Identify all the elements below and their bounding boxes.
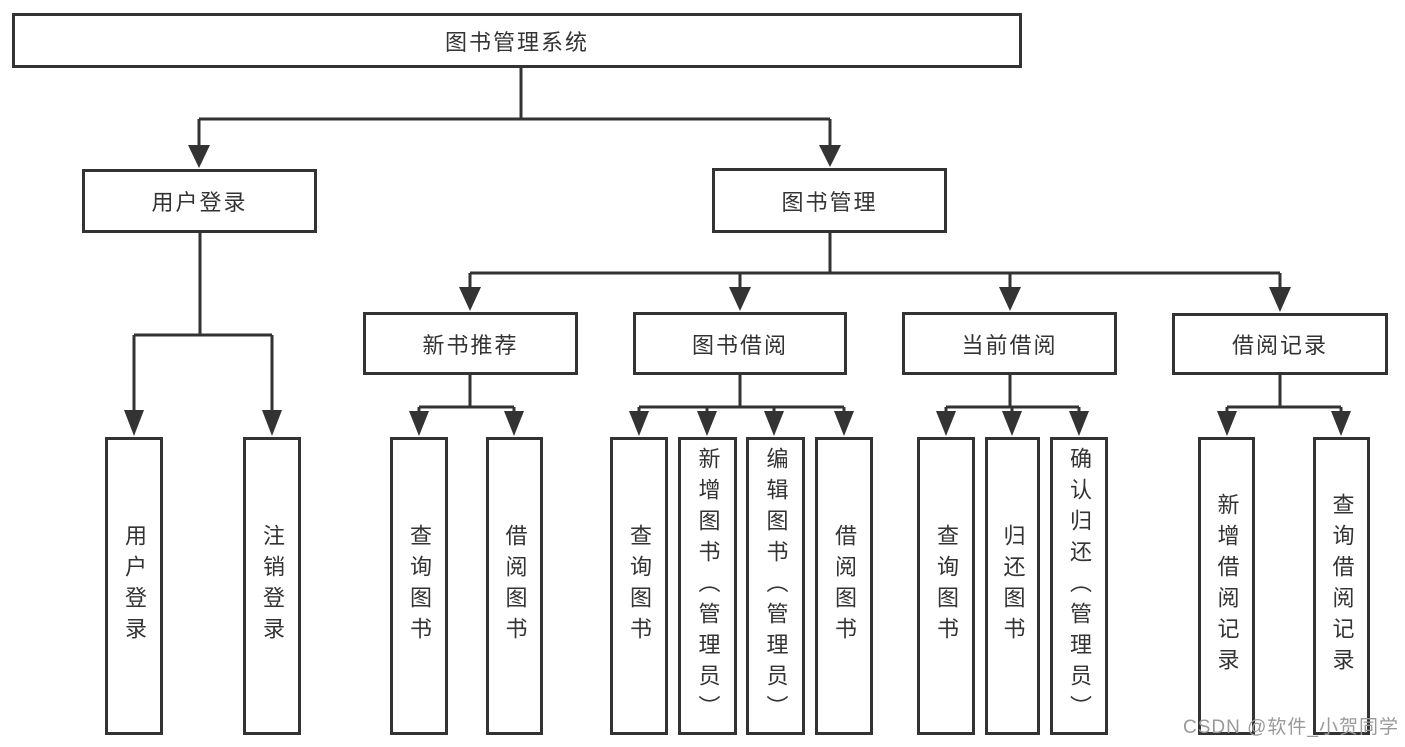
leaf-bb-edit-book-admin: 编辑图书（管理员） bbox=[746, 437, 805, 735]
node-book-management-label: 图书管理 bbox=[781, 189, 878, 215]
leaf-cb-query-book-label: 查询图书 bbox=[934, 524, 959, 648]
node-current-borrow-label: 当前借阅 bbox=[961, 332, 1058, 358]
leaf-br-query-record: 查询借阅记录 bbox=[1313, 437, 1370, 735]
node-root-system-label: 图书管理系统 bbox=[444, 29, 589, 55]
leaf-cb-return-book: 归还图书 bbox=[985, 437, 1040, 735]
leaf-nbr-query-book-label: 查询图书 bbox=[407, 524, 432, 648]
leaf-user-login: 用户登录 bbox=[105, 437, 163, 735]
node-new-book-recommend: 新书推荐 bbox=[363, 312, 578, 375]
leaf-logout-login: 注销登录 bbox=[243, 437, 301, 735]
node-book-management: 图书管理 bbox=[712, 168, 947, 233]
leaf-bb-add-book-admin-label: 新增图书（管理员） bbox=[695, 446, 721, 726]
leaf-bb-borrow-book: 借阅图书 bbox=[815, 437, 873, 735]
node-current-borrow: 当前借阅 bbox=[902, 312, 1117, 375]
node-borrow-record: 借阅记录 bbox=[1172, 313, 1388, 375]
leaf-bb-add-book-admin: 新增图书（管理员） bbox=[678, 437, 737, 735]
leaf-br-query-record-label: 查询借阅记录 bbox=[1329, 493, 1355, 679]
node-book-borrow: 图书借阅 bbox=[633, 312, 847, 375]
leaf-cb-confirm-return-admin: 确认归还（管理员） bbox=[1050, 437, 1108, 735]
leaf-nbr-query-book: 查询图书 bbox=[390, 437, 448, 735]
leaf-nbr-borrow-book: 借阅图书 bbox=[486, 437, 543, 735]
leaf-nbr-borrow-book-label: 借阅图书 bbox=[502, 524, 528, 648]
leaf-cb-confirm-return-admin-label: 确认归还（管理员） bbox=[1067, 446, 1092, 726]
leaf-bb-edit-book-admin-label: 编辑图书（管理员） bbox=[763, 446, 789, 726]
node-user-login: 用户登录 bbox=[82, 169, 317, 233]
leaf-bb-query-book-label: 查询图书 bbox=[627, 524, 652, 648]
leaf-bb-query-book: 查询图书 bbox=[610, 437, 668, 735]
csdn-watermark: CSDN @软件_小贺同学 bbox=[1183, 717, 1399, 738]
node-user-login-label: 用户登录 bbox=[151, 190, 248, 215]
leaf-cb-return-book-label: 归还图书 bbox=[1000, 524, 1026, 648]
leaf-cb-query-book: 查询图书 bbox=[917, 437, 975, 735]
leaf-br-add-record: 新增借阅记录 bbox=[1198, 437, 1255, 735]
leaf-br-add-record-label: 新增借阅记录 bbox=[1214, 493, 1240, 679]
leaf-user-login-label: 用户登录 bbox=[122, 524, 147, 648]
node-book-borrow-label: 图书借阅 bbox=[691, 332, 788, 358]
node-borrow-record-label: 借阅记录 bbox=[1231, 333, 1328, 358]
leaf-logout-login-label: 注销登录 bbox=[260, 524, 285, 648]
arrowheads bbox=[124, 145, 1351, 436]
leaf-bb-borrow-book-label: 借阅图书 bbox=[832, 524, 857, 648]
node-root-system: 图书管理系统 bbox=[12, 13, 1022, 68]
node-new-book-recommend-label: 新书推荐 bbox=[422, 332, 519, 358]
